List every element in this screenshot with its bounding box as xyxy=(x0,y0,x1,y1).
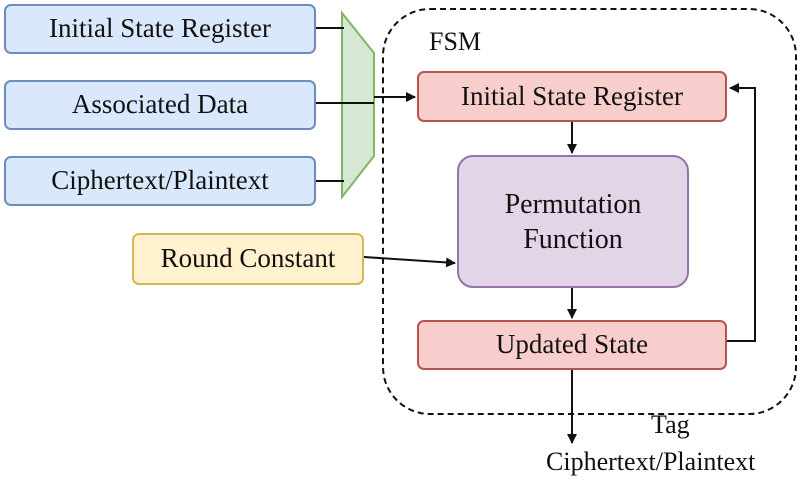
input-ciphertext-plaintext: Ciphertext/Plaintext xyxy=(4,156,316,206)
fsm-frame xyxy=(382,8,797,415)
input-associated-data: Associated Data xyxy=(4,80,316,130)
updated-state-box: Updated State xyxy=(417,320,727,370)
arrow-feedback-loop xyxy=(727,83,756,342)
fsm-initial-state-register: Initial State Register xyxy=(417,71,727,122)
permutation-label-line1: Permutation xyxy=(504,188,642,220)
multiplexer-shape xyxy=(341,10,375,200)
round-constant-box: Round Constant xyxy=(132,233,364,285)
output-ciphertext-plaintext-label: Ciphertext/Plaintext xyxy=(546,447,756,476)
fsm-label: FSM xyxy=(429,27,482,56)
output-tag-label: Tag xyxy=(651,410,690,439)
input-initial-state-register: Initial State Register xyxy=(4,4,316,54)
permutation-label-line2: Function xyxy=(523,223,623,255)
permutation-function-box: Permutation Function xyxy=(457,155,689,288)
arrow-round-constant-to-permutation xyxy=(363,256,456,268)
